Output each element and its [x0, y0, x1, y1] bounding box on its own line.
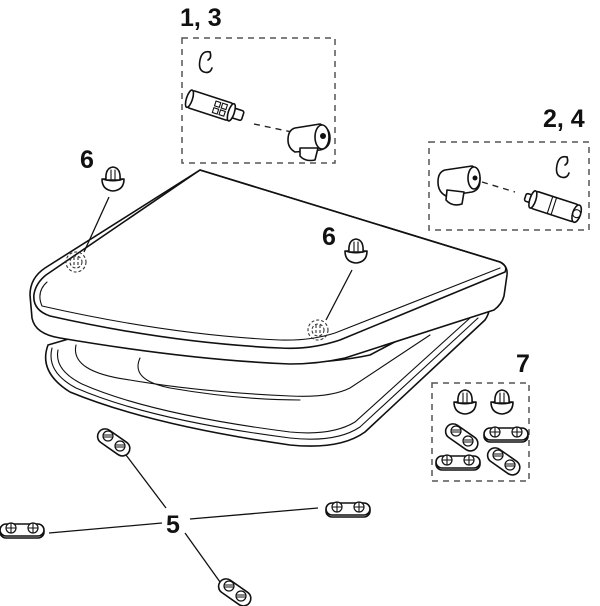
hinge-block-icon — [437, 165, 481, 206]
hinge-pin-icon — [184, 89, 245, 122]
callout-label-1-3: 1, 3 — [180, 4, 222, 32]
mounting-plate-icon — [483, 444, 524, 479]
seat-lid — [29, 169, 508, 365]
callout-label-6-right: 6 — [322, 223, 336, 251]
mounting-plate-icon — [435, 454, 481, 471]
hinge-block-icon — [287, 123, 331, 162]
callout-group-2-4: 2, 4 — [428, 105, 590, 231]
leader-line — [125, 454, 167, 509]
callout-group-7: 7 — [431, 350, 530, 482]
assembly-axis-line — [481, 181, 516, 193]
mounting-plate-icon — [93, 425, 134, 460]
parts-box-2-4 — [428, 141, 590, 231]
leader-line — [189, 507, 319, 520]
assembly-axis-line — [253, 123, 293, 133]
mounting-plate-icon — [214, 575, 255, 606]
seat-ring — [44, 299, 490, 447]
hinge-pin-icon — [523, 190, 583, 224]
callout-group-6-right: 6 — [322, 223, 368, 321]
buffer-icon — [490, 389, 514, 415]
callout-group-1-3: 1, 3 — [180, 4, 336, 164]
callout-group-5: 5 — [0, 425, 371, 606]
parts-box-1-3 — [181, 37, 336, 164]
buffer-icon — [453, 389, 477, 415]
leader-line — [48, 522, 163, 534]
parts-box-7 — [431, 382, 530, 482]
callout-label-7: 7 — [516, 350, 530, 378]
mounting-plate-icon — [325, 501, 371, 518]
retaining-clip-icon — [555, 155, 570, 179]
leader-line — [83, 196, 110, 253]
leader-line — [325, 269, 353, 321]
callout-label-5: 5 — [166, 511, 180, 539]
retaining-clip-icon — [198, 50, 213, 74]
buffer-icon — [101, 166, 125, 192]
leader-line — [184, 532, 221, 583]
mounting-plate-icon — [483, 426, 529, 443]
mounting-plate-icon — [0, 522, 45, 539]
callout-group-6-left: 6 — [80, 146, 125, 253]
callout-label-6-left: 6 — [80, 146, 94, 174]
callout-label-2-4: 2, 4 — [543, 105, 585, 133]
seat-assembly — [29, 169, 508, 447]
mounting-plate-icon — [441, 420, 482, 455]
